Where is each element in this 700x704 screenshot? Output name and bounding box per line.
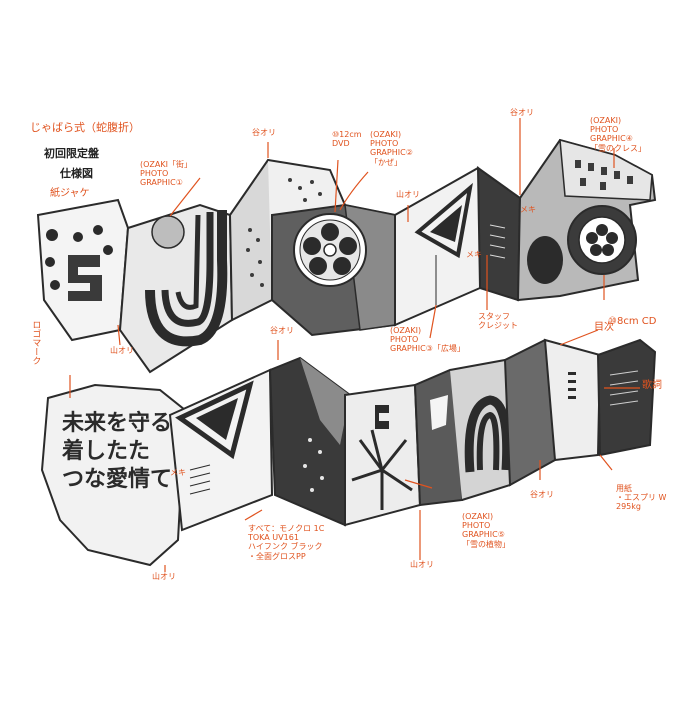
panel-bottom-3 (268, 356, 352, 527)
panel-bottom-5 (413, 358, 517, 507)
label-yama-ori-2: 山オリ (110, 346, 134, 355)
panel-bottom-7-lyrics (596, 338, 657, 457)
label-graphic-2: (OZAKI) PHOTO GRAPHIC② 「かぜ」 (370, 130, 413, 167)
panel-top-5 (394, 166, 488, 327)
panel-top-2 (118, 203, 234, 374)
panel-lettering: 未来を守る 着したた つな愛情て (61, 410, 180, 492)
panel-top-1 (36, 198, 130, 342)
label-meki-3: メキ (466, 250, 482, 259)
label-staff-credit: スタッフ クレジット (478, 312, 518, 331)
label-print-spec: すべて：モノクロ 1C TOKA UV161 ハイフンク ブラック ・全面グロス… (248, 524, 325, 561)
header-line-4: 紙ジャケ (50, 188, 90, 199)
label-logo-mark: ロゴマーク (30, 320, 41, 365)
label-yama-ori-1: 山オリ (396, 190, 420, 199)
label-meki-1: メキ (520, 205, 536, 214)
label-paper-spec: 用紙 ・エスプリ W 295kg (616, 484, 667, 512)
label-graphic-4: (OZAKI) PHOTO GRAPHIC④ 「雪のクレス」 (590, 116, 646, 153)
panel-top-4-dvd (271, 203, 396, 337)
label-mokuji: 目次 (594, 322, 614, 333)
label-yama-ori-4: 山オリ (410, 560, 434, 569)
label-kashi: 歌詞 (642, 380, 662, 391)
label-dvd-12cm: ⑩12cm DVD (332, 130, 362, 149)
label-graphic-1: (OZAKI「街」 PHOTO GRAPHIC① (140, 160, 192, 188)
label-meki-2: メキ (170, 468, 186, 477)
label-graphic-5: (OZAKI) PHOTO GRAPHIC⑤ 「雪の植物」 (462, 512, 510, 549)
label-tani-ori-3: 谷オリ (270, 326, 294, 335)
label-tani-ori-2: 谷オリ (510, 108, 534, 117)
panel-top-6-credits (476, 166, 522, 302)
label-tani-ori-1: 谷オリ (252, 128, 276, 137)
panel-bottom-2 (168, 368, 274, 532)
header-line-2: 初回限定盤 (44, 147, 99, 160)
header-line-1: じゃばら式（蛇腹折） (30, 121, 140, 134)
leader-lines (69, 118, 640, 572)
label-cd-8cm: ⑩8cm CD (608, 316, 657, 327)
label-graphic-3: (OZAKI) PHOTO GRAPHIC③「広場」 (390, 326, 465, 354)
panel-top-7-cd (516, 138, 657, 302)
header-line-3: 仕様図 (60, 167, 93, 180)
label-yama-ori-3: 山オリ (152, 572, 176, 581)
panel-bottom-6 (503, 338, 602, 487)
panel-bottom-4 (344, 383, 422, 527)
label-tani-ori-4: 谷オリ (530, 490, 554, 499)
panel-bottom-1-lettering (40, 383, 187, 567)
